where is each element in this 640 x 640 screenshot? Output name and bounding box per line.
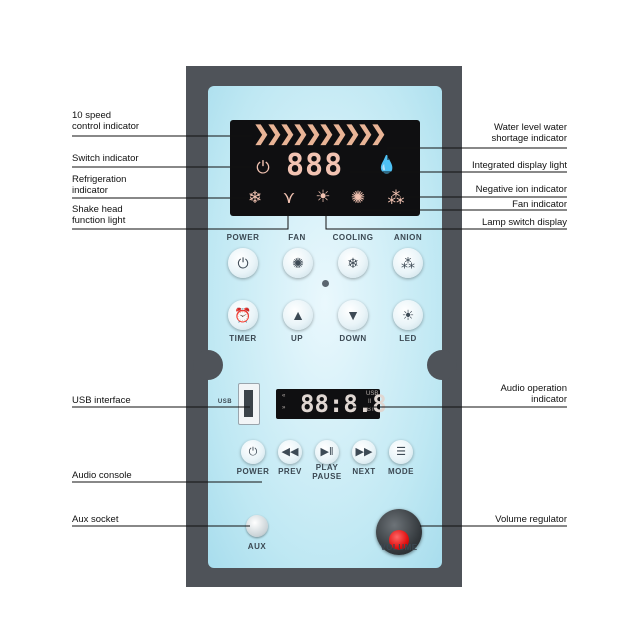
panel-notch-left [193, 350, 223, 380]
snowflake-indicator-icon: ❄ [247, 188, 263, 207]
mode-button[interactable]: ☰ [389, 440, 413, 464]
led-button[interactable]: ☀ [393, 300, 423, 330]
leader-line [72, 205, 289, 230]
power-indicator-icon: ⏻ [256, 158, 270, 177]
water-level-icon: 💧 [376, 155, 398, 174]
fan-button[interactable]: ✺ [283, 248, 313, 278]
chevron-icon: ❯ [318, 123, 335, 145]
usb-port-label: USB [217, 399, 233, 405]
receiver-dot [322, 280, 329, 287]
volume-label: VOLUME [380, 543, 418, 552]
chevron-icon: ❯ [370, 123, 387, 145]
leader-line [387, 147, 567, 160]
alarm-clock-icon: ⏰ [234, 307, 252, 323]
panel-notch-right [427, 350, 457, 380]
leader-line [325, 205, 567, 230]
audio-digits: 88:8.8 [300, 390, 387, 418]
anion-icon: ⁂ [401, 255, 415, 271]
chevron-icon: ❯ [253, 123, 270, 145]
play-pause-icon: ▶‖ [320, 446, 334, 458]
timer-button[interactable]: ⏰ [228, 300, 258, 330]
bt-tag: BT [367, 407, 375, 413]
aux-label: AUX [247, 542, 267, 551]
arrow-up-icon: ▲ [291, 307, 305, 323]
pause-tag: II [368, 399, 372, 405]
audio-arrow-icon: » [282, 405, 286, 411]
rewind-icon: ◀◀ [281, 446, 299, 458]
timer-label: TIMER [229, 334, 257, 343]
down-label: DOWN [339, 334, 367, 343]
anion-label: ANION [393, 233, 423, 242]
audio-power-button[interactable]: ⏻ [241, 440, 265, 464]
audio-arrow-icon: « [282, 393, 286, 399]
lamp-icon: ☀ [401, 307, 415, 323]
list-icon: ☰ [396, 446, 406, 458]
power-icon: ⏻ [248, 446, 258, 458]
callout-water-level: Water level water shortage indicator [491, 122, 567, 144]
cooling-button[interactable]: ❄ [338, 248, 368, 278]
mode-label: MODE [388, 467, 414, 476]
next-button[interactable]: ▶▶ [352, 440, 376, 464]
callout-speed-indicator: 10 speed control indicator [72, 110, 140, 132]
callout-integrated-display: Integrated display light [471, 160, 567, 171]
chevron-icon: ❯ [305, 123, 322, 145]
audio-display [276, 389, 380, 419]
callout-lamp-switch: Lamp switch display [481, 217, 567, 228]
chevron-icon: ❯ [279, 123, 296, 145]
power-label: POWER [226, 233, 260, 242]
callout-fan-indicator: Fan indicator [512, 199, 567, 210]
up-button[interactable]: ▲ [283, 300, 313, 330]
play-pause-label: PLAY PAUSE [312, 463, 342, 481]
chevron-icon: ❯ [331, 123, 348, 145]
callout-volume-regulator: Volume regulator [495, 514, 567, 525]
down-button[interactable]: ▼ [338, 300, 368, 330]
prev-label: PREV [278, 467, 302, 476]
power-icon: ⏻ [237, 255, 249, 271]
fast-forward-icon: ▶▶ [355, 446, 373, 458]
usb-tag: USB [366, 391, 379, 397]
shake-head-indicator-icon: ⋎ [282, 188, 296, 207]
callout-aux-socket: Aux socket [72, 514, 119, 525]
callout-switch-indicator: Switch indicator [72, 153, 139, 164]
up-label: UP [290, 334, 304, 343]
usb-port[interactable] [238, 383, 260, 425]
callout-audio-operation: Audio operation indicator [500, 383, 567, 405]
fan-label: FAN [288, 233, 306, 242]
fan-icon: ✺ [292, 255, 304, 271]
callout-negative-ion: Negative ion indicator [475, 184, 567, 195]
callout-refrigeration-indicator: Refrigeration indicator [72, 174, 127, 196]
play-pause-button[interactable]: ▶‖ [315, 440, 339, 464]
display-digits: 888 [286, 148, 344, 183]
callout-usb-interface: USB interface [72, 395, 131, 406]
prev-button[interactable]: ◀◀ [278, 440, 302, 464]
lamp-indicator-icon: ☀ [315, 187, 331, 206]
led-display [230, 120, 420, 216]
callout-audio-console: Audio console [72, 470, 132, 481]
fan-indicator-icon: ✺ [350, 188, 366, 207]
chevron-icon: ❯ [266, 123, 283, 145]
cooling-label: COOLING [332, 233, 374, 242]
callout-shake-head-light: Shake head function light [72, 204, 126, 226]
chevron-icon: ❯ [357, 123, 374, 145]
snowflake-icon: ❄ [347, 255, 359, 271]
led-label: LED [399, 334, 417, 343]
chevron-icon: ❯ [344, 123, 361, 145]
anion-button[interactable]: ⁂ [393, 248, 423, 278]
arrow-down-icon: ▼ [346, 307, 360, 323]
audio-power-label: POWER [236, 467, 270, 476]
next-label: NEXT [352, 467, 376, 476]
aux-socket[interactable] [246, 515, 268, 537]
volume-knob-cap[interactable] [389, 530, 409, 550]
chevron-icon: ❯ [292, 123, 309, 145]
power-button[interactable]: ⏻ [228, 248, 258, 278]
